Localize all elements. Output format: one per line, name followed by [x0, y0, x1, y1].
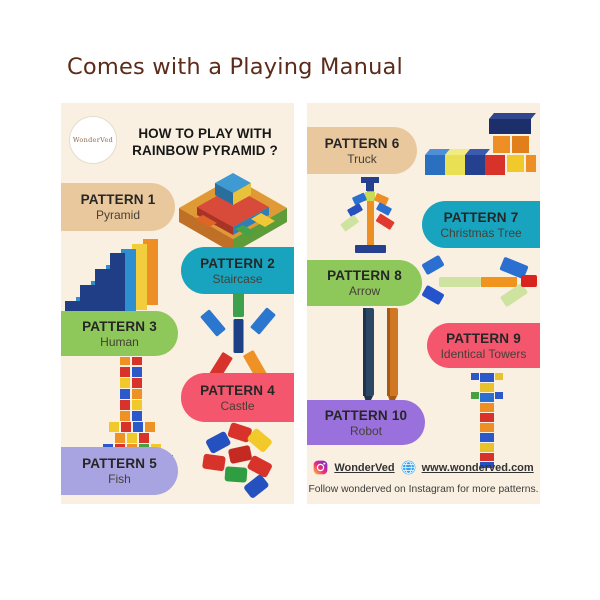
pattern-1-pill: PATTERN 1 Pyramid [61, 183, 175, 231]
pattern-6-pill: PATTERN 6 Truck [307, 127, 417, 174]
pattern-3-pill: PATTERN 3 Human [61, 311, 178, 356]
pattern-10-name: Robot [349, 423, 383, 438]
pattern-8-label: PATTERN 8 [327, 268, 402, 283]
globe-icon [401, 460, 415, 475]
fish-image [202, 422, 272, 498]
identical-towers-image [363, 308, 398, 402]
instagram-handle-link[interactable]: WonderVed [334, 461, 395, 474]
pattern-7-label: PATTERN 7 [443, 209, 519, 225]
pattern-9-label: PATTERN 9 [446, 330, 521, 346]
pattern-5-label: PATTERN 5 [82, 456, 157, 471]
pattern-3-label: PATTERN 3 [82, 318, 157, 334]
pattern-10-pill: PATTERN 10 Robot [307, 400, 425, 445]
robot-image [471, 373, 503, 468]
pyramid-image [179, 173, 287, 253]
pattern-8-pill: PATTERN 8 Arrow [307, 260, 422, 306]
pattern-3-name: Human [100, 334, 139, 349]
manual-heading-line2: RAINBOW PYRAMID ? [132, 143, 278, 158]
truck-image [425, 113, 536, 175]
pattern-7-pill: PATTERN 7 Christmas Tree [422, 201, 540, 248]
manual-left-page: WonderVed HOW TO PLAY WITH RAINBOW PYRAM… [61, 103, 294, 504]
brand-logo-text: WonderVed [72, 136, 114, 144]
pattern-1-name: Pyramid [95, 208, 140, 222]
page-title: Comes with a Playing Manual [67, 54, 403, 80]
pattern-4-label: PATTERN 4 [200, 382, 275, 398]
pattern-6-label: PATTERN 6 [324, 135, 400, 151]
pattern-6-name: Truck [347, 151, 377, 166]
pattern-8-name: Arrow [348, 284, 381, 298]
pattern-5-pill: PATTERN 5 Fish [61, 447, 178, 495]
pattern-9-name: Identical Towers [440, 346, 527, 361]
pattern-7-name: Christmas Tree [440, 225, 522, 240]
christmas-tree-image [340, 177, 395, 253]
website-link[interactable]: www.wonderved.com [421, 461, 534, 474]
pattern-4-pill: PATTERN 4 Castle [181, 373, 294, 422]
footer-note: Follow wonderved on Instagram for more p… [308, 484, 539, 495]
pattern-1-label: PATTERN 1 [80, 192, 156, 207]
arrow-image [422, 255, 537, 307]
pattern-2-name: Staircase [212, 271, 263, 286]
pattern-4-name: Castle [220, 398, 255, 413]
brand-logo: WonderVed [69, 116, 117, 164]
staircase-image [65, 239, 158, 319]
pattern-2-label: PATTERN 2 [200, 255, 275, 271]
human-figure-image [200, 293, 276, 380]
pattern-5-name: Fish [108, 472, 131, 486]
manual-heading: HOW TO PLAY WITH RAINBOW PYRAMID ? [119, 125, 291, 159]
manual-right-page: PATTERN 6 Truck PATTERN 7 Christmas Tree… [307, 103, 540, 504]
pattern-10-label: PATTERN 10 [324, 407, 408, 423]
pattern-2-pill: PATTERN 2 Staircase [181, 247, 294, 294]
footer-links: WonderVed www.wonderved.com [307, 460, 540, 475]
manual-heading-line1: HOW TO PLAY WITH [138, 126, 272, 141]
instagram-icon [313, 460, 328, 475]
pattern-9-pill: PATTERN 9 Identical Towers [427, 323, 540, 368]
